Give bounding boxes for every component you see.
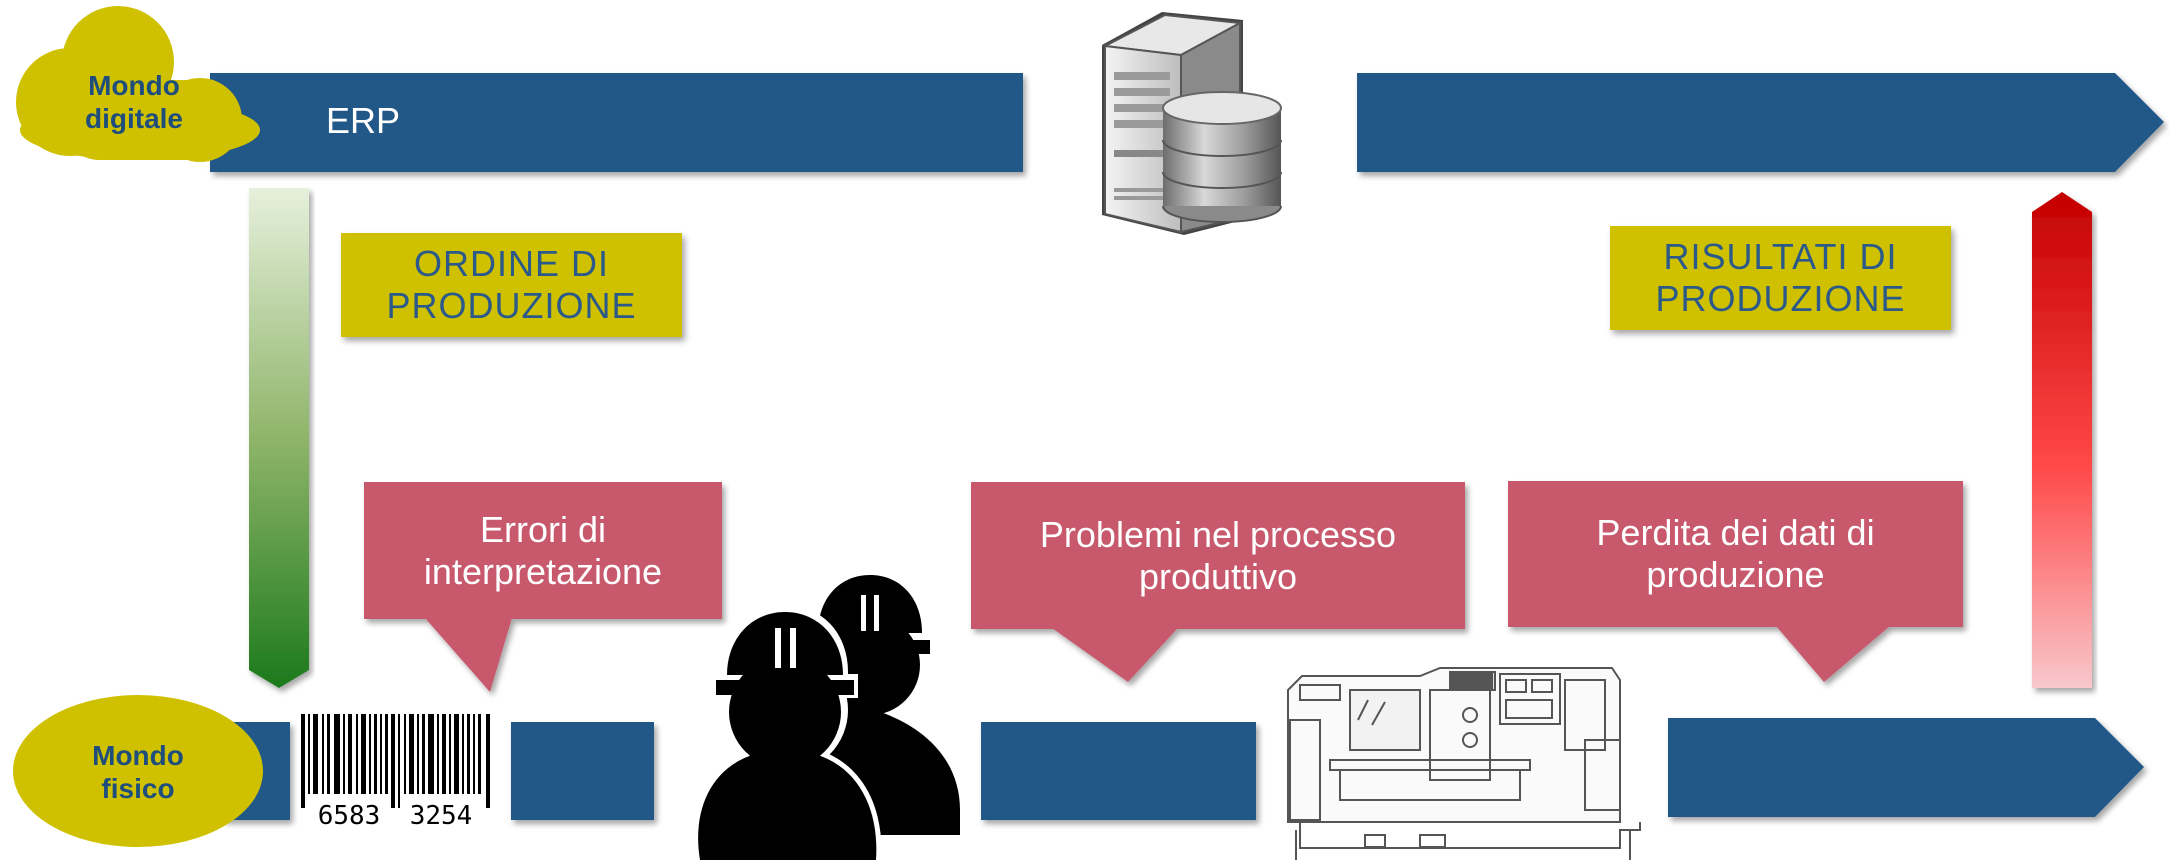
digital-world-label: Mondo digitale <box>84 70 183 134</box>
callout-interpretation-text: Errori di interpretazione <box>423 508 663 592</box>
erp-label: ERP <box>326 100 401 141</box>
barcode-left-digits: 6583 <box>317 801 381 831</box>
erp-bar <box>210 73 2164 172</box>
callout-interpretation <box>364 482 722 692</box>
cnc-machine-icon <box>1287 667 1641 860</box>
physical-world-label: Mondo fisico <box>92 740 184 804</box>
production-results-box: RISULTATI DI PRODUZIONE <box>1610 226 1951 330</box>
barcode-right-digits: 3254 <box>409 801 473 831</box>
down-arrow <box>249 188 309 688</box>
cloud-icon <box>16 6 260 162</box>
physical-flow-bar <box>222 718 2144 820</box>
callout-data-loss-text: Perdita dei dati di produzione <box>1596 512 1875 595</box>
workers-helmet-icon <box>693 575 960 865</box>
production-order-box: ORDINE DI PRODUZIONE <box>341 233 682 337</box>
callout-process <box>971 482 1465 682</box>
callout-data-loss <box>1508 481 1963 682</box>
up-arrow <box>2032 192 2092 688</box>
server-database-icon <box>1101 12 1282 235</box>
physical-world-ellipse <box>13 695 263 847</box>
barcode-icon <box>301 714 490 808</box>
callout-process-text: Problemi nel processo produttivo <box>1039 513 1397 597</box>
